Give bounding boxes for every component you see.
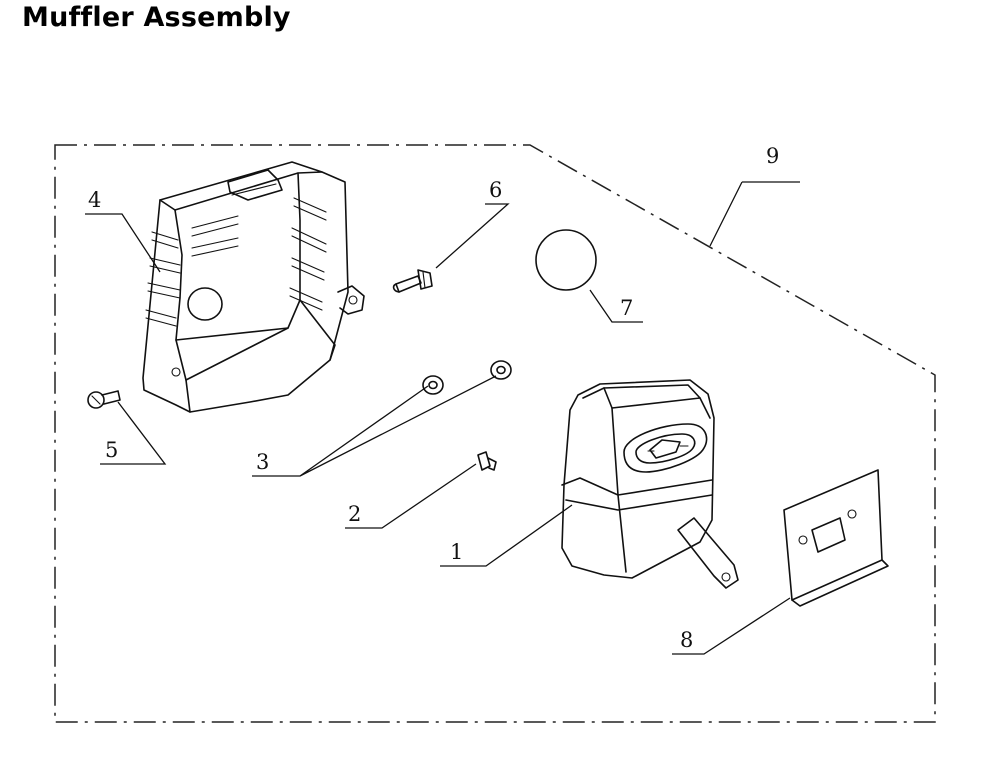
page-title: Muffler Assembly — [22, 2, 291, 33]
part-1-muffler-body — [561, 379, 739, 589]
callout-5: 5 — [105, 438, 118, 462]
part-3-washers — [422, 360, 512, 395]
part-4-muffler-cover — [142, 161, 365, 413]
callout-8: 8 — [680, 628, 693, 652]
kit-boundary-dashed — [54, 144, 936, 723]
part-6-bolt — [392, 269, 433, 293]
callout-2: 2 — [348, 502, 361, 526]
part-2-stud — [477, 451, 497, 471]
part-8-gasket — [783, 469, 889, 607]
callout-3: 3 — [256, 450, 269, 474]
part-7-spark-screen — [535, 229, 597, 291]
callout-6: 6 — [489, 178, 502, 202]
part-5-screw — [87, 390, 121, 409]
callout-1: 1 — [450, 540, 463, 564]
leader-lines — [85, 181, 800, 655]
callout-4: 4 — [88, 188, 101, 212]
callout-9: 9 — [766, 144, 779, 168]
callout-7: 7 — [620, 296, 633, 320]
